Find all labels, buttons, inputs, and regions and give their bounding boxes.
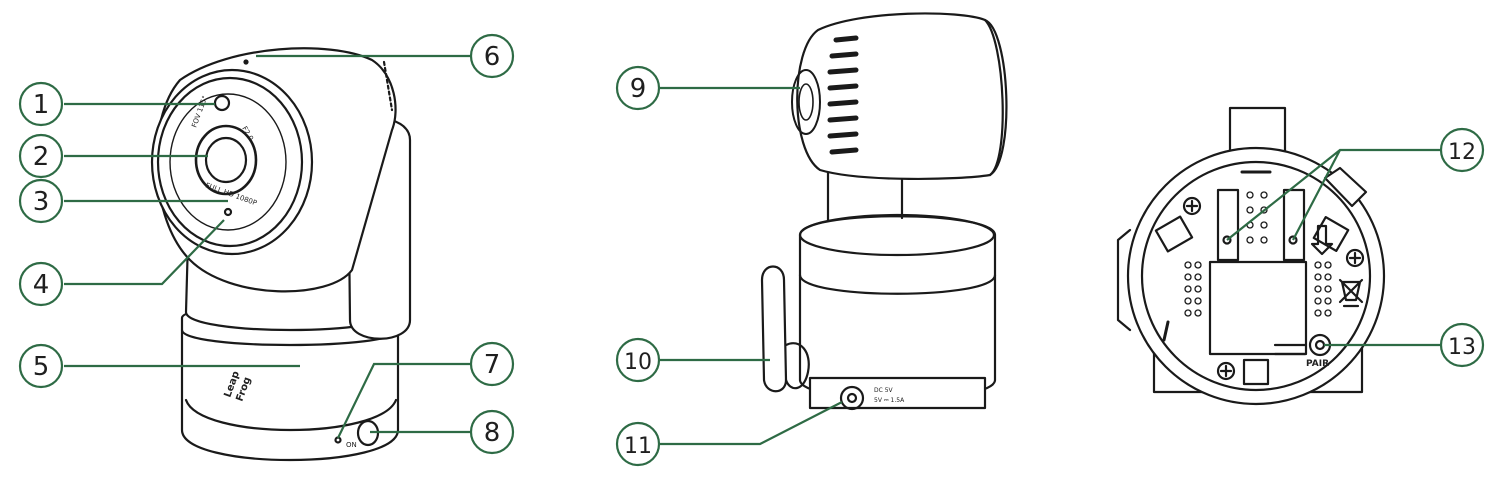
callout-12-label: 12 <box>1448 140 1476 165</box>
back-rating-line2: DC 5V <box>874 387 894 394</box>
label-plate <box>1208 260 1308 356</box>
callout-1: 1 <box>18 81 64 127</box>
switch-label: ON <box>346 441 357 449</box>
callout-2: 2 <box>18 133 64 179</box>
bottom-top-tab <box>1228 106 1287 154</box>
back-base-seam <box>798 273 997 295</box>
callout-2-label: 2 <box>33 142 50 172</box>
back-head-rim <box>983 18 1004 177</box>
callout-5: 5 <box>18 343 64 389</box>
screw-bottom <box>1216 361 1236 381</box>
mount-hole-right <box>1288 235 1298 245</box>
front-lens-ring <box>156 76 304 248</box>
leader-7 <box>337 362 470 439</box>
direction-arrow <box>1310 224 1334 256</box>
speaker-grille-core <box>798 83 814 121</box>
back-rating-line1: 5V ⎓ 1.5A <box>874 397 905 404</box>
status-led <box>223 207 233 217</box>
screw-right <box>1345 248 1365 268</box>
screw-bottom-cross <box>1219 364 1233 378</box>
lens-outer <box>194 124 258 196</box>
callout-12: 12 <box>1439 127 1485 173</box>
back-bottom-plate <box>808 376 987 410</box>
power-port-pin <box>846 392 858 404</box>
callout-badges: 1 2 3 4 5 6 7 8 <box>18 33 1485 467</box>
callout-6: 6 <box>469 33 515 79</box>
slot-mark-left <box>1162 320 1170 342</box>
callout-10-label: 10 <box>624 350 652 375</box>
callout-11-label: 11 <box>624 434 652 459</box>
bottom-disc-inner <box>1140 160 1372 392</box>
leader-11 <box>660 401 843 446</box>
callout-10: 10 <box>615 337 661 383</box>
screw-top-left <box>1182 196 1202 216</box>
callout-13-label: 13 <box>1448 335 1476 360</box>
screw-top-left-cross <box>1185 199 1199 213</box>
callout-1-label: 1 <box>33 90 50 120</box>
callout-3: 3 <box>18 178 64 224</box>
lens-inner <box>204 136 248 184</box>
power-port <box>839 385 865 411</box>
callout-11: 11 <box>615 421 661 467</box>
antenna <box>760 265 788 393</box>
pair-label: PAIR <box>1306 359 1329 369</box>
mount-hole-left <box>1222 235 1232 245</box>
head-ridge <box>382 60 394 112</box>
callout-7-label: 7 <box>484 350 501 380</box>
callout-8: 8 <box>469 409 515 455</box>
front-lens-bezel <box>150 68 314 256</box>
vent-hole-grid <box>1184 191 1332 317</box>
back-head-shell <box>796 12 1008 181</box>
rubber-foot-bottom <box>1242 358 1270 386</box>
back-base-top <box>798 213 996 257</box>
cable-clip <box>1323 166 1368 208</box>
front-base-lower-seam <box>184 398 398 431</box>
antenna-hinge <box>784 342 810 390</box>
keyhole-left <box>1216 188 1240 262</box>
callout-3-label: 3 <box>33 187 50 217</box>
speaker-grille <box>827 35 859 155</box>
camera-front-view <box>150 47 412 462</box>
callout-8-label: 8 <box>484 418 501 448</box>
callout-13: 13 <box>1439 322 1485 368</box>
bottom-side-tab <box>1116 228 1132 332</box>
callout-9-label: 9 <box>630 74 647 104</box>
leader-4 <box>64 219 225 286</box>
camera-back-view <box>760 12 1008 411</box>
screw-right-cross <box>1348 251 1362 265</box>
callout-4-label: 4 <box>33 270 50 300</box>
top-mic-hole <box>243 59 249 65</box>
speaker-grille-ring <box>791 69 821 135</box>
callout-5-label: 5 <box>33 352 50 382</box>
callout-6-label: 6 <box>484 42 501 72</box>
front-lens-ring-inner <box>169 93 287 231</box>
callout-9: 9 <box>615 65 661 111</box>
callout-4: 4 <box>18 261 64 307</box>
callout-7: 7 <box>469 341 515 387</box>
camera-bottom-view <box>1116 106 1386 406</box>
rubber-foot-left <box>1154 215 1194 253</box>
weee-bin-icon <box>1338 278 1364 308</box>
leader-12 <box>1226 148 1440 241</box>
keyhole-right <box>1282 188 1306 262</box>
back-base-body <box>798 215 997 400</box>
